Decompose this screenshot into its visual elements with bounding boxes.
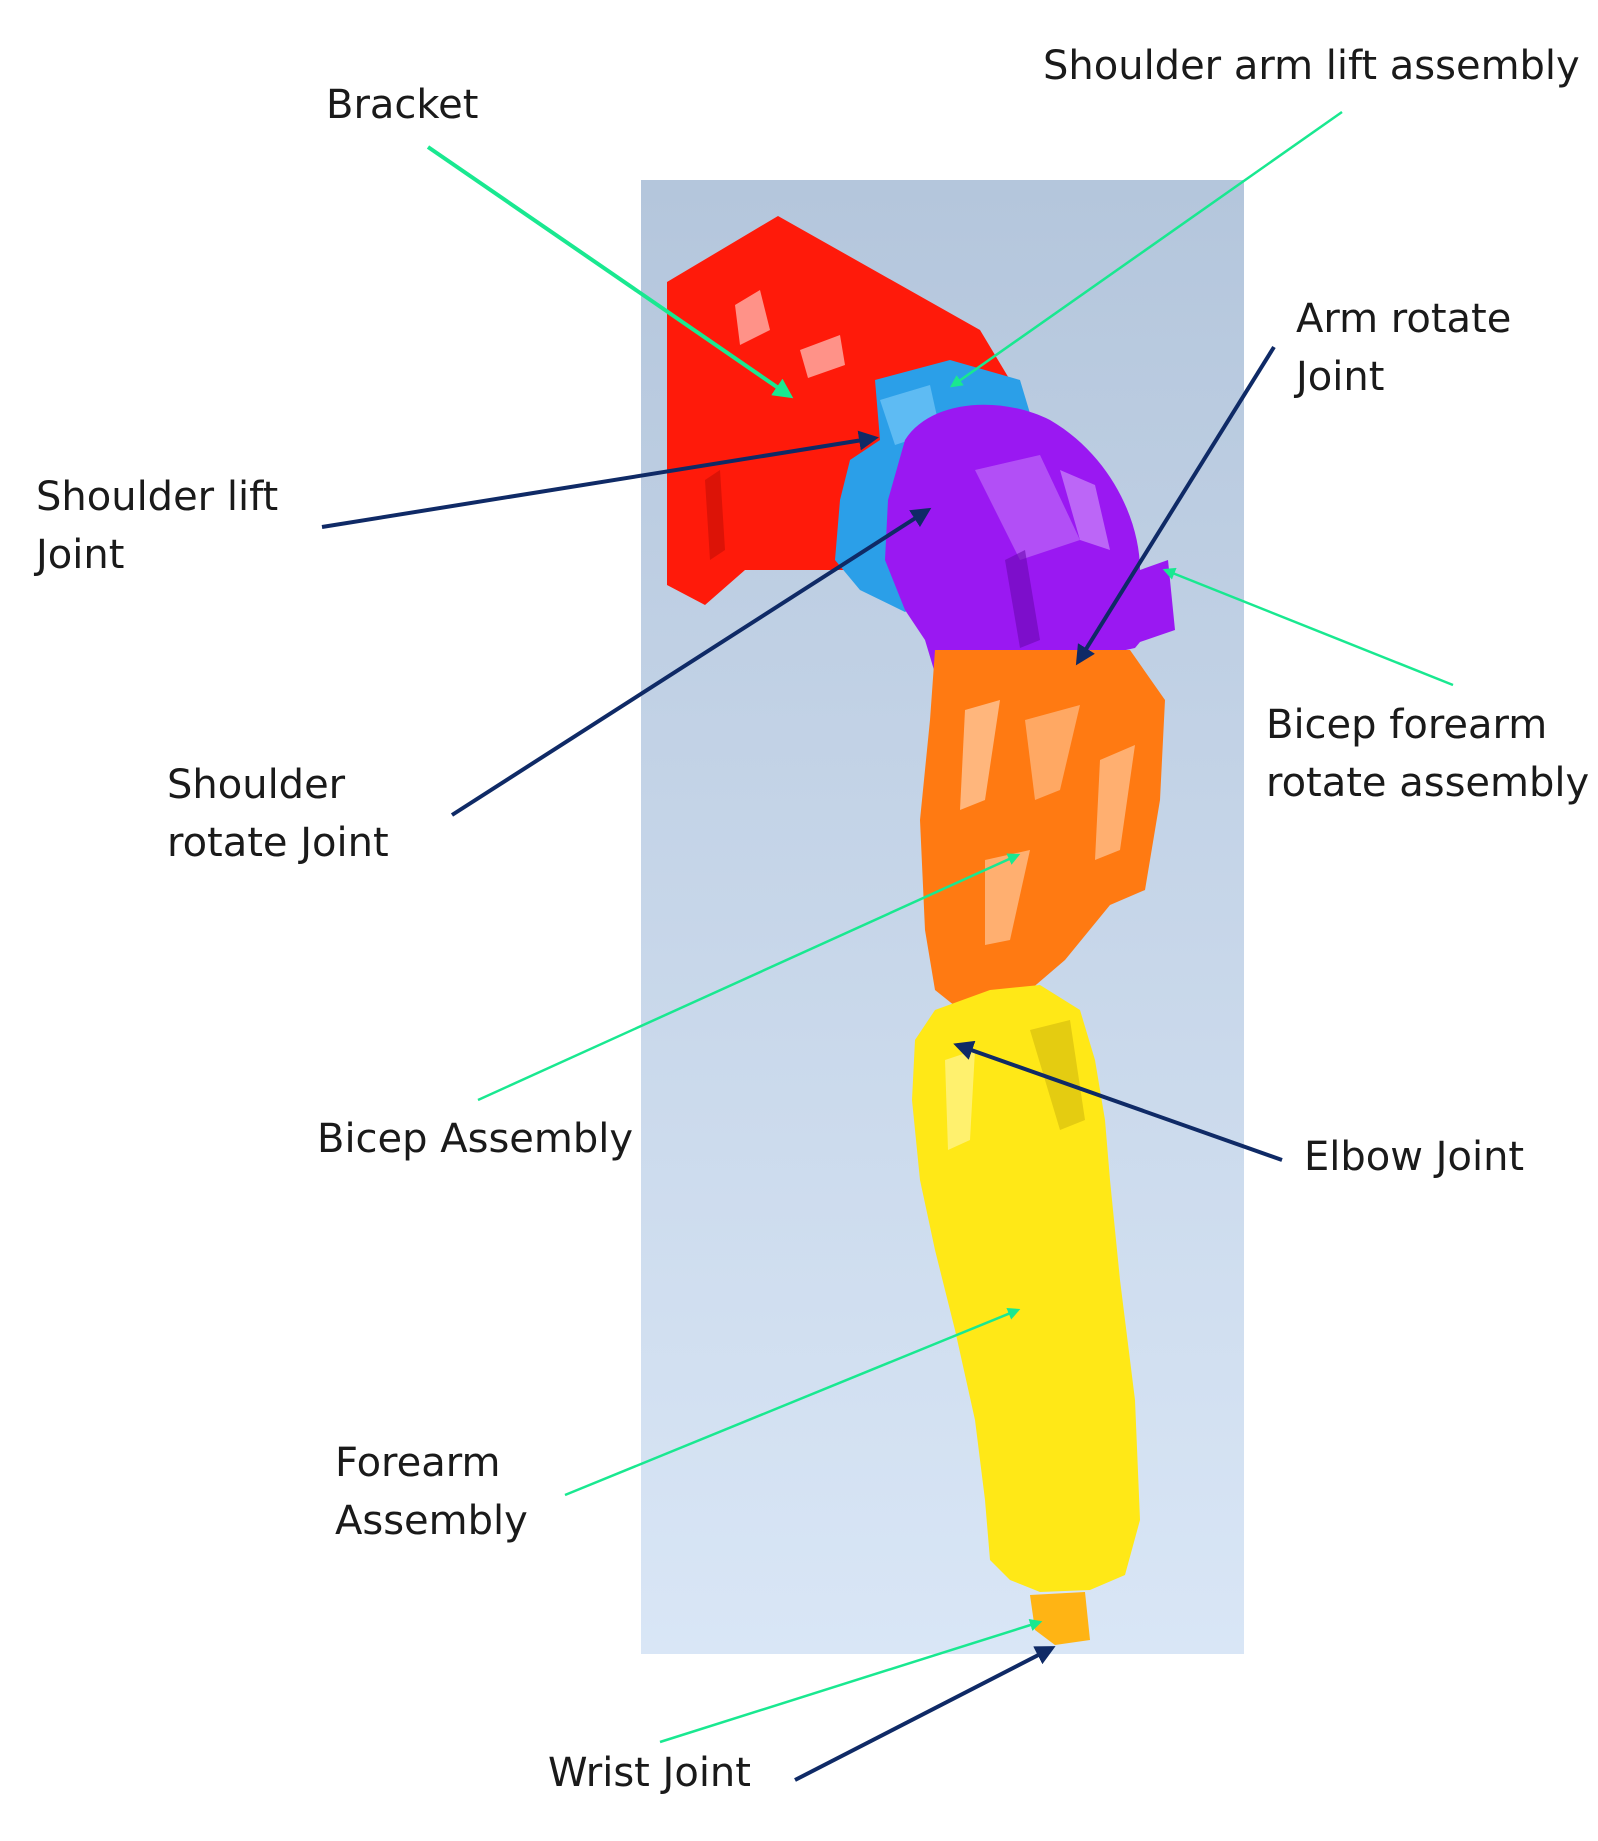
arrow-bracket <box>426 145 794 399</box>
label-elbow-joint: Elbow Joint <box>1304 1134 1525 1180</box>
label-bicep-assembly: Bicep Assembly <box>317 1116 634 1162</box>
arrow-elbow-joint <box>953 1040 1283 1162</box>
arrow-arm-rotate-joint <box>1075 345 1276 666</box>
arrow-bicep-assembly <box>477 853 1021 1102</box>
label-shoulder-rotate-joint: Shoulder rotate Joint <box>167 762 389 866</box>
bracket-part <box>667 216 1010 605</box>
arrow-bicep-forearm-rotate-assembly <box>1162 567 1454 687</box>
label-arm-rotate-joint: Arm rotate Joint <box>1296 296 1512 400</box>
label-wrist-joint: Wrist Joint <box>548 1750 751 1796</box>
label-forearm-assembly: Forearm Assembly <box>335 1440 528 1544</box>
label-bicep-forearm-rotate-assembly: Bicep forearm rotate assembly <box>1266 702 1590 806</box>
arrow-shoulder-lift-joint <box>321 430 879 529</box>
arrow-wrist-joint <box>794 1646 1056 1782</box>
arrow-shoulder-arm-lift-assembly <box>949 110 1343 388</box>
forearm-part <box>912 985 1140 1645</box>
bicep-part <box>920 650 1165 1010</box>
shoulder-dome-part <box>885 404 1175 705</box>
arrow-wrist-assembly <box>659 1619 1043 1744</box>
label-shoulder-lift-joint: Shoulder lift Joint <box>36 474 279 578</box>
arrow-forearm-assembly <box>564 1307 1021 1497</box>
label-bracket: Bracket <box>326 82 479 128</box>
label-shoulder-arm-lift-assembly: Shoulder arm lift assembly <box>1043 43 1580 89</box>
arrow-shoulder-rotate-joint <box>450 507 932 817</box>
